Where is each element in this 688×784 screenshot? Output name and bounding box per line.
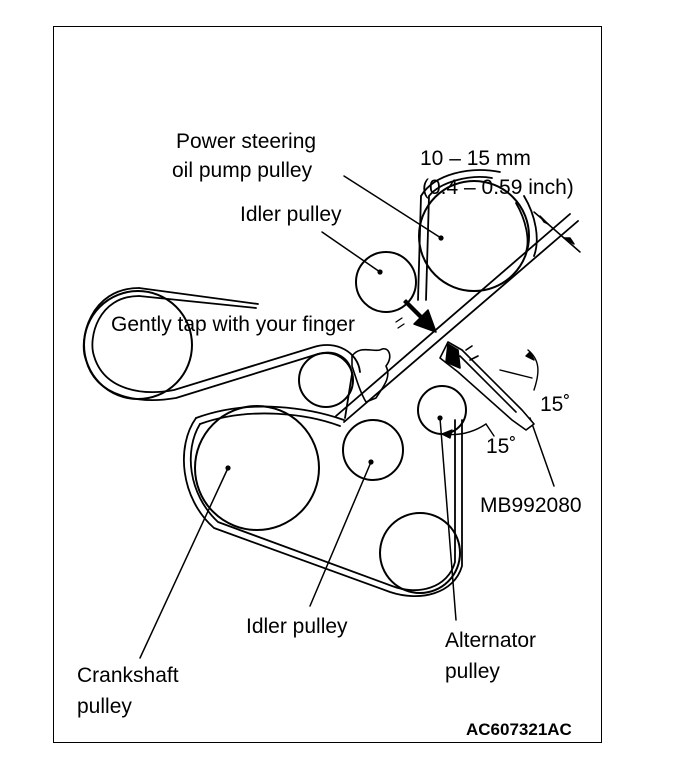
drive-belt bbox=[82, 169, 538, 597]
figure-code: AC607321AC bbox=[466, 720, 572, 739]
label-gently-tap: Gently tap with your finger bbox=[111, 313, 355, 336]
small-pulley bbox=[298, 352, 354, 408]
label-angle-upper: 15˚ bbox=[540, 393, 571, 416]
label-angle-lower: 15˚ bbox=[486, 435, 517, 458]
label-crankshaft-line2: pulley bbox=[77, 695, 132, 718]
leader-ps-pulley bbox=[343, 175, 442, 239]
label-idler-pulley-top: Idler pulley bbox=[240, 203, 342, 226]
label-alternator-line2: pulley bbox=[445, 660, 500, 683]
label-deflection-line1: 10 – 15 mm bbox=[420, 147, 531, 170]
leader-idler-top bbox=[321, 231, 381, 273]
figure-frame bbox=[53, 26, 602, 743]
leader-crankshaft bbox=[139, 467, 229, 659]
label-tool: MB992080 bbox=[480, 494, 582, 517]
leader-tool bbox=[529, 417, 555, 487]
label-idler-pulley-bottom: Idler pulley bbox=[246, 615, 348, 638]
idler-pulley-upper bbox=[355, 251, 417, 313]
label-deflection-line2: (0.4 – 0.59 inch) bbox=[422, 176, 574, 199]
leader-alternator bbox=[439, 417, 457, 621]
crankshaft-pulley bbox=[194, 405, 320, 531]
lower-right-pulley bbox=[379, 512, 461, 594]
belt-span bbox=[335, 213, 579, 423]
deflection-dimension bbox=[533, 211, 581, 253]
label-ps-pulley-line1: Power steering bbox=[176, 130, 317, 153]
label-crankshaft-line1: Crankshaft bbox=[77, 664, 179, 687]
alternator-pulley bbox=[417, 385, 467, 435]
angle-marks bbox=[441, 349, 539, 439]
idler-pulley-lower bbox=[342, 419, 404, 481]
label-alternator-line1: Alternator bbox=[445, 629, 537, 652]
engine-bracket bbox=[351, 348, 391, 403]
leader-idler-bottom bbox=[309, 461, 372, 607]
label-ps-pulley-line2: oil pump pulley bbox=[172, 159, 313, 182]
finger-arrow bbox=[403, 299, 437, 333]
tension-gauge-tool bbox=[439, 341, 535, 431]
